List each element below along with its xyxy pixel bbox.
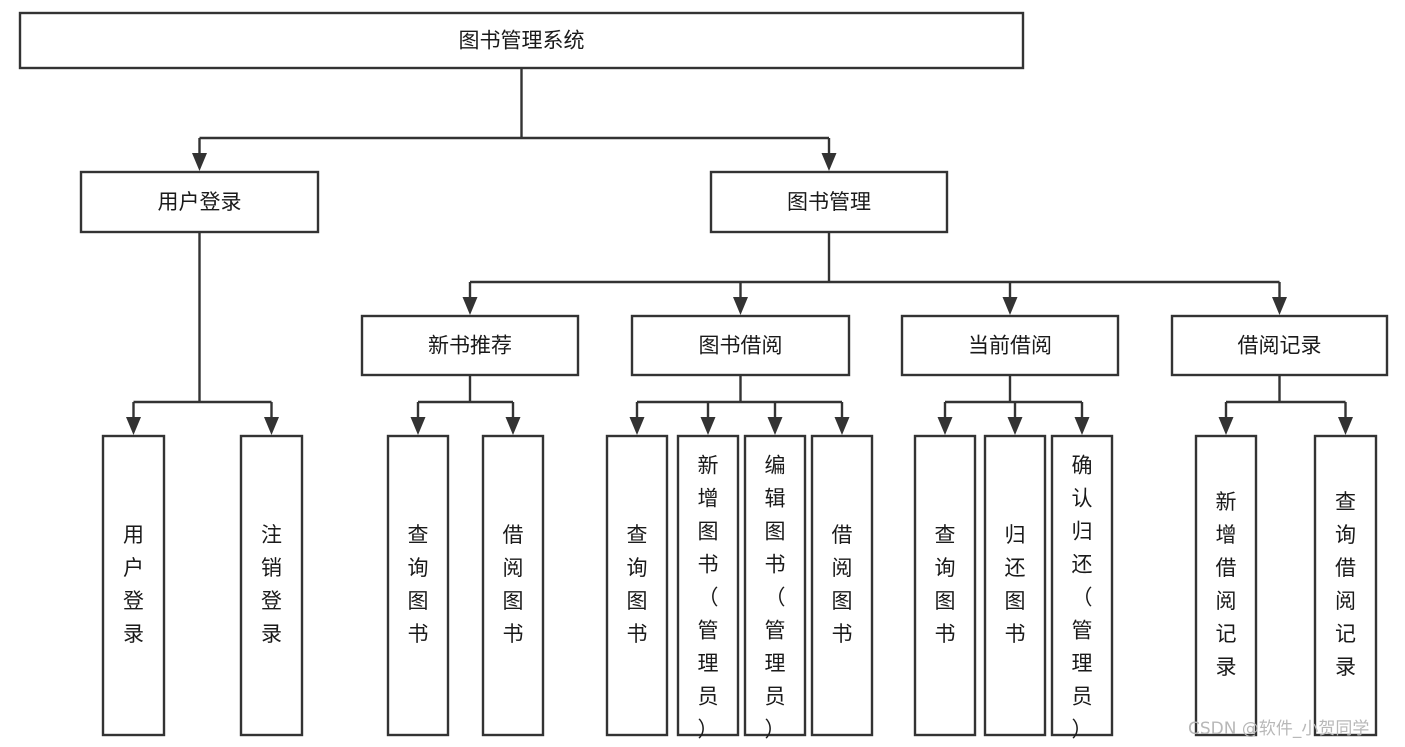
node-label-leaf-login-2: 注销登录 [261,523,282,646]
node-box-root[interactable] [18,11,1025,70]
node-root[interactable]: 图书管理系统 [18,11,1025,70]
node-leaf-login-2[interactable]: 注销登录 [239,434,304,737]
node-leaf-borrow-1[interactable]: 查询图书 [605,434,669,737]
node-box-bookmgr[interactable] [709,170,949,234]
node-box-borrow[interactable] [630,314,851,377]
node-box-newbook[interactable] [360,314,580,377]
watermark-label: CSDN @软件_小贺同学 [1188,719,1370,739]
node-leaf-login-1[interactable]: 用户登录 [101,434,166,737]
node-box-leaf-borrow-3[interactable] [743,434,807,737]
node-label-root: 图书管理系统 [459,29,585,53]
node-box-leaf-login-2[interactable] [239,434,304,737]
node-label-leaf-borrow-4: 借阅图书 [832,523,853,646]
node-box-leaf-record-1[interactable] [1194,434,1258,737]
node-bookmgr[interactable]: 图书管理 [709,170,949,234]
node-leaf-record-2[interactable]: 查询借阅记录 [1313,434,1378,737]
node-label-bookmgr: 图书管理 [787,190,871,214]
node-label-leaf-newbook-1: 查询图书 [408,523,429,646]
node-borrow[interactable]: 图书借阅 [630,314,851,377]
node-layer: 图书管理系统用户登录图书管理新书推荐图书借阅当前借阅借阅记录用户登录注销登录查询… [18,11,1389,742]
node-newbook[interactable]: 新书推荐 [360,314,580,377]
connector-layer [126,68,1353,435]
node-label-leaf-login-1: 用户登录 [123,523,144,646]
node-leaf-newbook-2[interactable]: 借阅图书 [481,434,545,737]
node-box-record[interactable] [1170,314,1389,377]
node-box-leaf-newbook-2[interactable] [481,434,545,737]
node-leaf-current-3[interactable]: 确认归还（管理员） [1050,434,1114,742]
node-label-leaf-borrow-3: 编辑图书（管理员） [765,454,786,742]
node-leaf-borrow-2[interactable]: 新增图书（管理员） [676,434,740,742]
node-box-leaf-borrow-1[interactable] [605,434,669,737]
node-box-leaf-borrow-2[interactable] [676,434,740,737]
node-label-leaf-record-2: 查询借阅记录 [1335,490,1356,679]
node-leaf-current-2[interactable]: 归还图书 [983,434,1047,737]
node-label-login: 用户登录 [158,190,242,214]
node-label-current: 当前借阅 [968,334,1052,358]
node-label-leaf-current-2: 归还图书 [1005,523,1026,646]
node-label-leaf-borrow-1: 查询图书 [627,523,648,646]
node-label-borrow: 图书借阅 [699,334,783,358]
node-current[interactable]: 当前借阅 [900,314,1120,377]
node-box-leaf-borrow-4[interactable] [810,434,874,737]
node-label-record: 借阅记录 [1238,334,1322,358]
node-label-leaf-newbook-2: 借阅图书 [503,523,524,646]
node-label-leaf-current-3: 确认归还（管理员） [1072,454,1093,742]
node-box-leaf-newbook-1[interactable] [386,434,450,737]
node-leaf-borrow-3[interactable]: 编辑图书（管理员） [743,434,807,742]
node-box-leaf-record-2[interactable] [1313,434,1378,737]
node-login[interactable]: 用户登录 [79,170,320,234]
node-box-leaf-current-2[interactable] [983,434,1047,737]
node-label-leaf-borrow-2: 新增图书（管理员） [698,454,719,742]
node-leaf-newbook-1[interactable]: 查询图书 [386,434,450,737]
node-box-leaf-login-1[interactable] [101,434,166,737]
node-box-leaf-current-3[interactable] [1050,434,1114,737]
node-label-leaf-record-1: 新增借阅记录 [1216,490,1237,679]
node-leaf-current-1[interactable]: 查询图书 [913,434,977,737]
node-leaf-borrow-4[interactable]: 借阅图书 [810,434,874,737]
node-box-current[interactable] [900,314,1120,377]
node-record[interactable]: 借阅记录 [1170,314,1389,377]
node-label-leaf-current-1: 查询图书 [935,523,956,646]
node-box-login[interactable] [79,170,320,234]
node-box-leaf-current-1[interactable] [913,434,977,737]
node-label-newbook: 新书推荐 [428,334,512,358]
node-leaf-record-1[interactable]: 新增借阅记录 [1194,434,1258,737]
